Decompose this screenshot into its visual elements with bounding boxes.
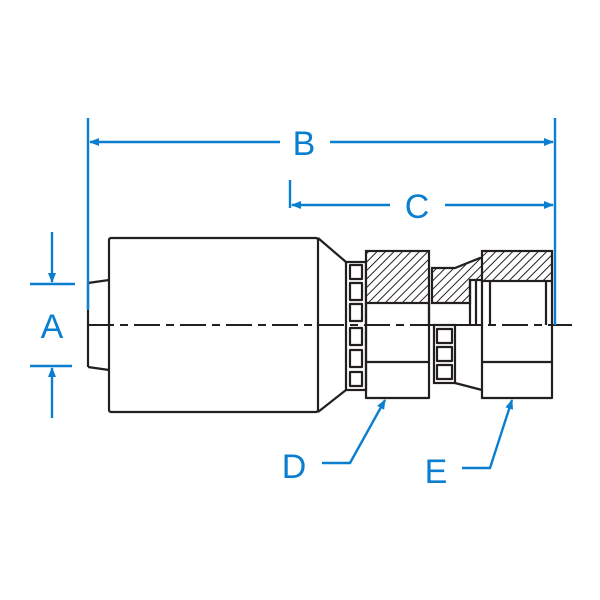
- swivel-nut-1: [364, 249, 554, 400]
- label-e: E: [425, 453, 448, 491]
- dimension-b: B: [86, 118, 557, 325]
- dimension-a: A: [30, 232, 75, 418]
- dimension-c: C: [288, 180, 554, 226]
- adapter-hex: [432, 280, 492, 392]
- label-c: C: [405, 188, 430, 226]
- callout-e: E: [425, 399, 514, 491]
- callout-d: D: [282, 399, 387, 486]
- label-d: D: [282, 448, 307, 486]
- label-b: B: [293, 125, 316, 163]
- swivel-nut-2: [480, 281, 554, 400]
- label-a: A: [41, 308, 64, 346]
